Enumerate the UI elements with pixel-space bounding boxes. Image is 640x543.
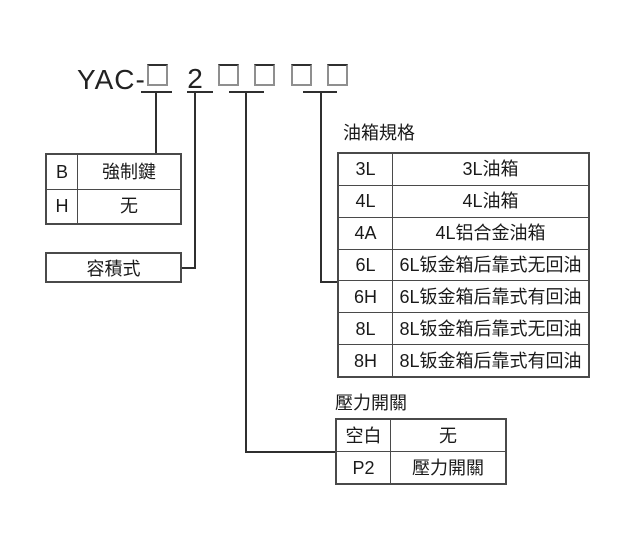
connector-pump-elbow (182, 267, 196, 269)
code-box-key-type (147, 64, 168, 86)
pressure-switch-title: 壓力開關 (335, 393, 407, 413)
pressure-code-cell: P2 (337, 452, 391, 483)
tank-code-cell: 6L (339, 249, 393, 281)
tank-desc-cell: 4L油箱 (462, 191, 519, 212)
connector-tank-stem (320, 91, 322, 283)
tank-code-cell: 4L (339, 185, 393, 217)
pressure-desc-cell: 无 (439, 425, 457, 446)
tank-spec-table: 3L 3L油箱 4L 4L油箱 4A 4L铝合金油箱 6L 6L钣金箱后靠式无回… (337, 152, 590, 378)
pressure-desc-cell: 壓力開關 (412, 457, 484, 478)
table-row: 4L 4L油箱 (339, 184, 588, 217)
pressure-code-cell: 空白 (337, 420, 391, 451)
table-row: 6H 6L钣金箱后靠式有回油 (339, 280, 588, 313)
table-row: 8L 8L钣金箱后靠式无回油 (339, 312, 588, 345)
volumetric-label: 容積式 (86, 258, 141, 279)
tank-desc-cell: 6L钣金箱后靠式无回油 (399, 255, 582, 275)
code-box-tank-1 (291, 64, 312, 86)
table-row: 8H 8L钣金箱后靠式有回油 (339, 344, 588, 377)
tank-desc-cell: 3L油箱 (462, 159, 519, 180)
tank-spec-title: 油箱規格 (343, 123, 415, 143)
connector-pressure-stem (245, 91, 247, 453)
volumetric-label-box: 容積式 (45, 252, 182, 283)
key-code-cell: H (47, 189, 78, 223)
table-row: 空白 无 (337, 420, 505, 451)
table-row: 3L 3L油箱 (339, 154, 588, 185)
table-row: P2 壓力開關 (337, 451, 505, 483)
code-box-pressure-2 (254, 64, 275, 86)
key-code-cell: B (47, 155, 78, 189)
tank-code-cell: 3L (339, 154, 393, 185)
key-type-table: B 強制鍵 H 无 (45, 153, 182, 225)
tank-code-cell: 6H (339, 281, 393, 313)
tank-desc-cell: 4L铝合金油箱 (435, 223, 546, 244)
connector-tank-elbow (320, 281, 337, 283)
connector-key-stem (155, 91, 157, 153)
tank-desc-cell: 8L钣金箱后靠式有回油 (399, 350, 582, 371)
code-box-pressure-1 (218, 64, 239, 86)
key-desc-cell: 強制鍵 (102, 161, 156, 182)
tank-desc-cell: 6L钣金箱后靠式有回油 (399, 286, 582, 307)
connector-pressure-elbow (245, 451, 335, 453)
pressure-switch-table: 空白 无 P2 壓力開關 (335, 418, 507, 485)
table-row: B 強制鍵 (47, 155, 180, 189)
code-box-tank-2 (327, 64, 348, 86)
table-row: 4A 4L铝合金油箱 (339, 216, 588, 249)
tank-code-cell: 4A (339, 217, 393, 249)
tank-code-cell: 8H (339, 345, 393, 377)
connector-pump-bar (187, 91, 213, 93)
tank-desc-cell: 8L钣金箱后靠式无回油 (399, 318, 582, 339)
code-digit-pump-type: 2 (187, 63, 203, 94)
table-row: 6L 6L钣金箱后靠式无回油 (339, 248, 588, 281)
model-code-prefix: YAC- (77, 64, 146, 95)
table-row: H 无 (47, 188, 180, 223)
tank-code-cell: 8L (339, 313, 393, 345)
key-desc-cell: 无 (120, 196, 138, 217)
connector-pump-stem (194, 91, 196, 269)
